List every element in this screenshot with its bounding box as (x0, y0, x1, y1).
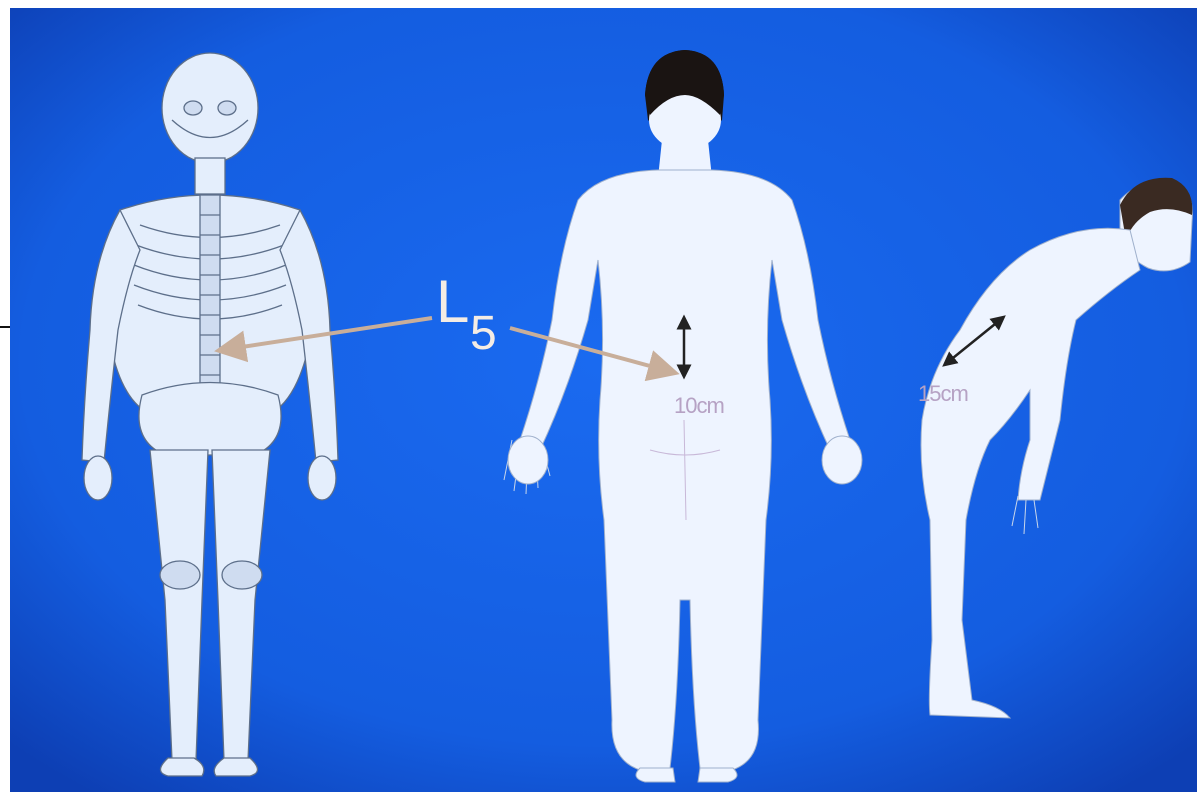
vertebra-label-letter: L (436, 272, 467, 332)
standing-measure-label: 10cm (674, 393, 724, 419)
vertebra-label-number: 5 (470, 310, 497, 358)
flexion-measure-label: 15cm (918, 381, 968, 407)
white-margin-left (0, 0, 10, 792)
white-margin-top (0, 0, 1197, 8)
